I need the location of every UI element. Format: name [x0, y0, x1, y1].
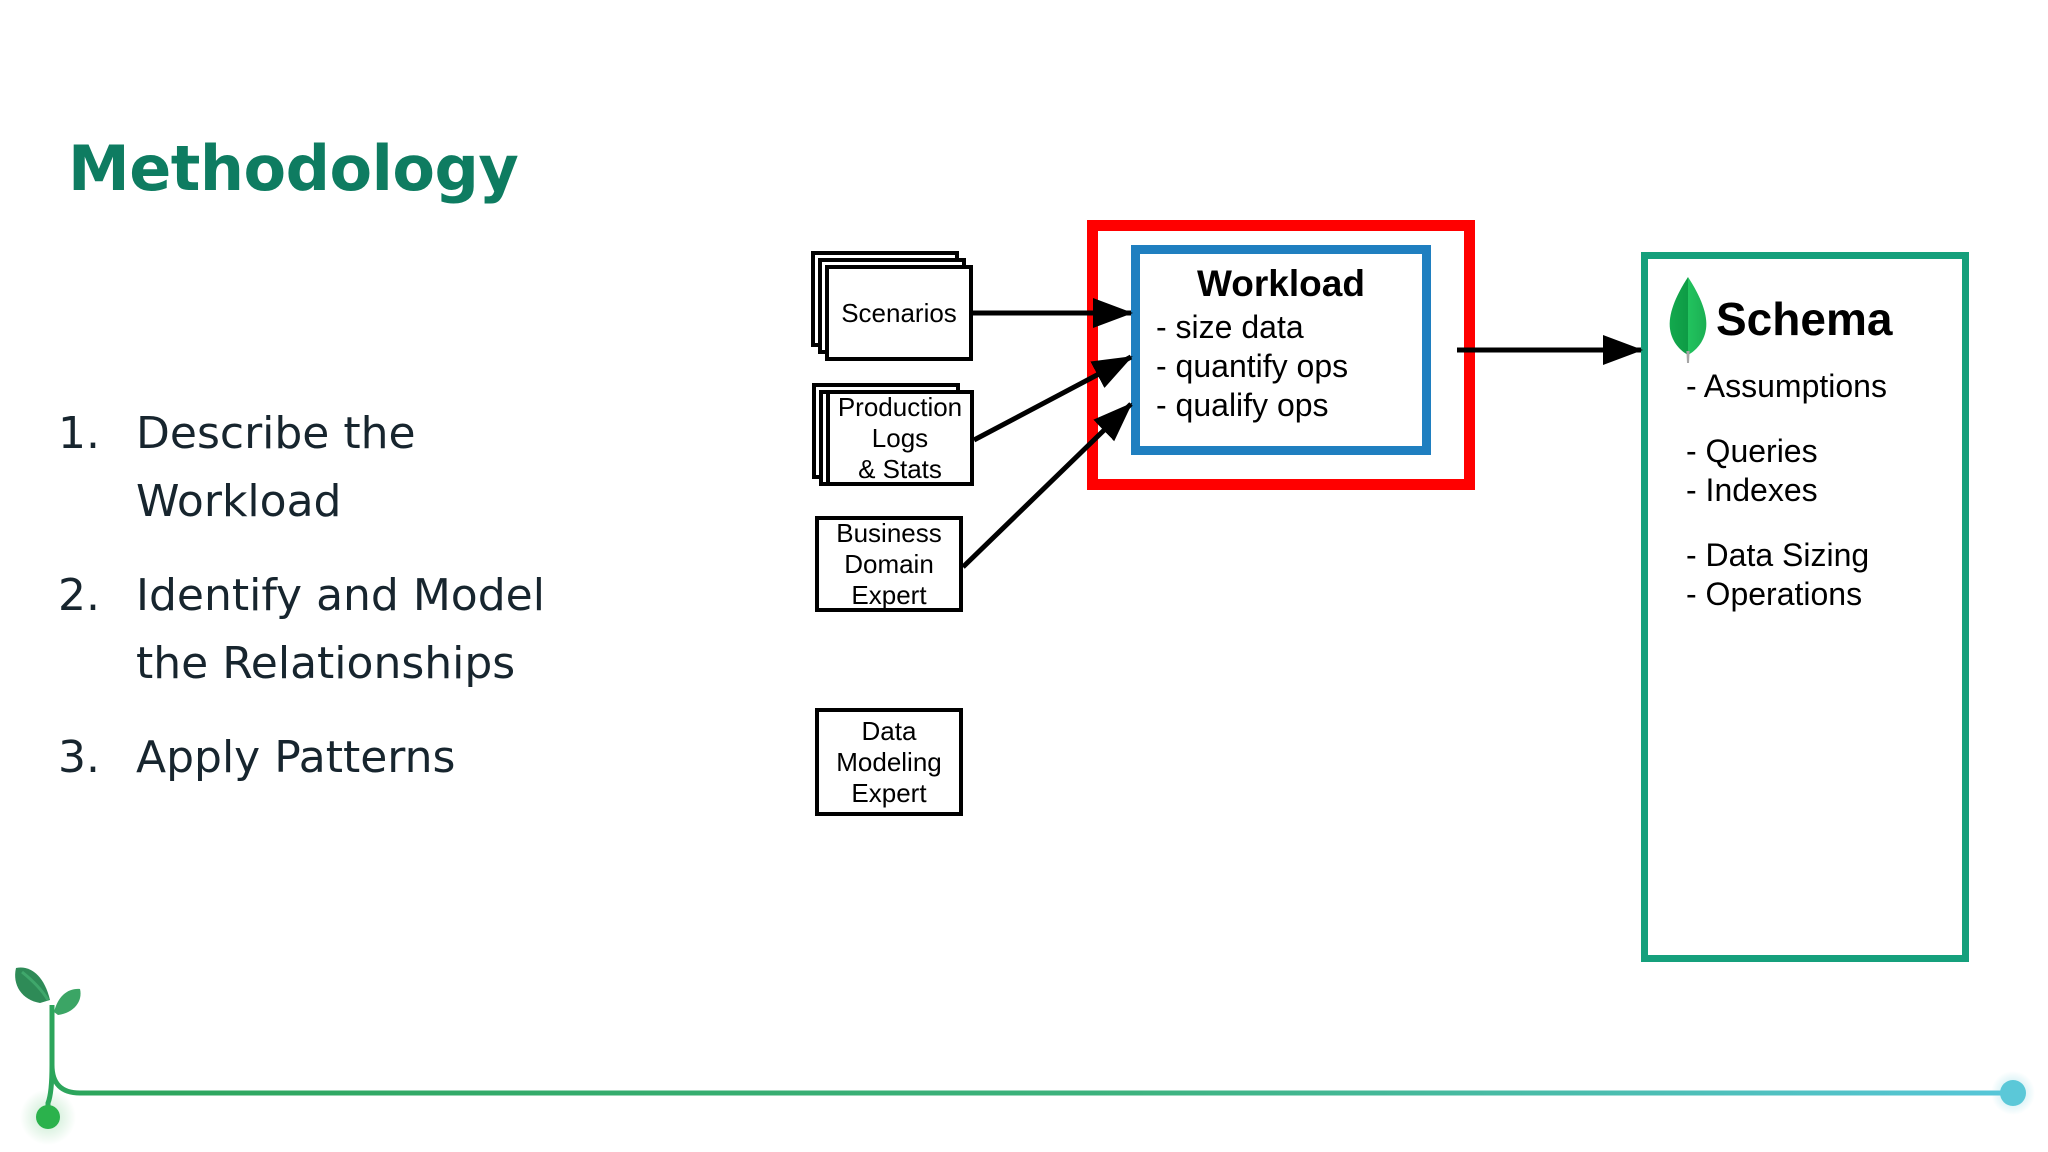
source-box-data-modeling-expert: Data Modeling Expert — [815, 708, 963, 816]
list-item-number: 1. — [58, 408, 100, 459]
source-box-label: Data Modeling Expert — [836, 715, 942, 808]
workload-item: - quantify ops — [1156, 348, 1349, 384]
workload-box: Workload - size data - quantify ops - qu… — [1131, 245, 1431, 455]
workload-item: - qualify ops — [1156, 387, 1329, 423]
schema-box: Schema - Assumptions - Queries - Indexes… — [1641, 252, 1969, 962]
source-box-scenarios: Scenarios — [825, 265, 973, 361]
methodology-steps-list: 1. Describe the Workload 2. Identify and… — [58, 400, 578, 818]
list-item-label: Apply Patterns — [136, 732, 456, 783]
list-item: 1. Describe the Workload — [58, 400, 578, 536]
source-box-label: Scenarios — [841, 297, 957, 328]
list-item-number: 2. — [58, 570, 100, 621]
source-box-label: Business Domain Expert — [836, 517, 942, 610]
schema-title: Schema — [1716, 293, 1893, 345]
source-box-production-logs: Production Logs & Stats — [826, 390, 974, 486]
list-item: 2. Identify and Model the Relationships — [58, 562, 578, 698]
schema-header: Schema — [1662, 271, 1962, 367]
schema-item: - Operations — [1686, 576, 1863, 612]
page-title: Methodology — [68, 132, 519, 205]
mongodb-leaf-icon — [1662, 271, 1714, 367]
schema-item: - Queries — [1686, 433, 1818, 469]
workload-item: - size data — [1156, 309, 1304, 345]
schema-item: - Assumptions — [1686, 368, 1887, 404]
list-item-label: Describe the Workload — [136, 408, 416, 527]
source-box-business-domain-expert: Business Domain Expert — [815, 516, 963, 612]
list-item: 3. Apply Patterns — [58, 724, 578, 792]
schema-group-gap — [1648, 406, 1962, 432]
workload-title: Workload — [1197, 263, 1365, 304]
list-item-number: 3. — [58, 732, 100, 783]
list-item-label: Identify and Model the Relationships — [136, 570, 545, 689]
source-box-label: Production Logs & Stats — [837, 391, 963, 484]
schema-item: - Data Sizing — [1686, 537, 1870, 573]
schema-item: - Indexes — [1686, 472, 1818, 508]
schema-group-gap — [1648, 510, 1962, 536]
